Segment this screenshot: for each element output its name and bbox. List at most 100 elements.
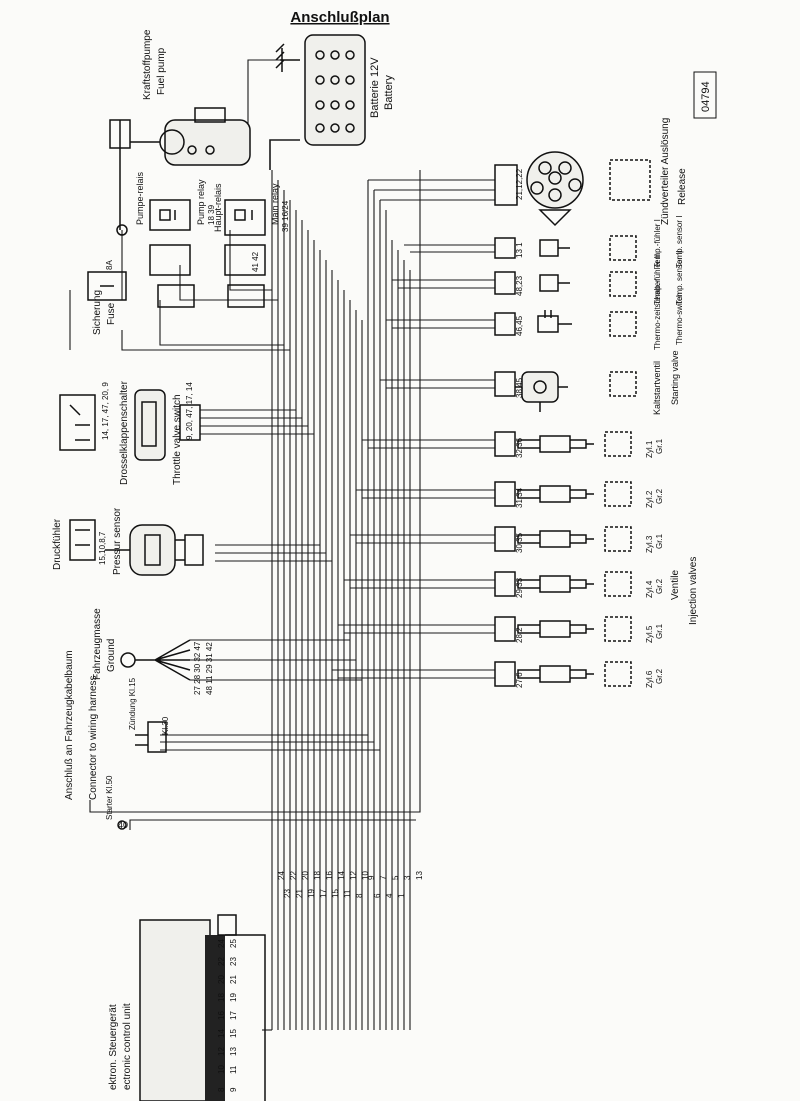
temp-sensor-1-de: Temp.-fühler I <box>653 219 662 268</box>
harness-num: 21 <box>295 889 304 898</box>
ecu-pin: 10 <box>217 1065 226 1074</box>
harness-num: 17 <box>319 889 328 898</box>
start-valve-pins: 38,45 <box>515 377 524 398</box>
injector-5: 28,2 Zyl.5 Gr.1 <box>494 616 664 643</box>
harness-num: 18 <box>313 871 322 880</box>
injector-4: 29,33 Zyl.4 Gr.2 <box>494 571 664 598</box>
connector-ignition: Zündung Kl.15 <box>128 677 137 730</box>
injector-6-pins: 27,6 <box>515 672 524 688</box>
battery: Batterie 12V Battery <box>275 34 395 146</box>
fuel-pump-label-de: Kraftstoffpumpe <box>142 29 153 100</box>
injector-4-group: Gr.2 <box>655 578 664 594</box>
fuse-rating: 8A <box>105 260 114 270</box>
electronic-control-unit: ektron. Steuergerät ectronic control uni… <box>108 914 266 1101</box>
harness-num: 22 <box>289 871 298 880</box>
injector-1-cyl: Zyl.1 <box>645 440 654 458</box>
ground-pins-b: 48 11 29 31 42 <box>205 642 214 695</box>
temp-sensor-2-en: Temp. sensor II <box>675 250 684 305</box>
injector-4-pins: 29,33 <box>515 577 524 598</box>
injector-3-pins: 30,35 <box>515 532 524 553</box>
pump-relay-plug <box>157 284 195 308</box>
main-relay-pins: 39 16/24 <box>281 200 290 232</box>
throttle-label-de: Drosselklappenschalter <box>119 380 130 485</box>
ecu-label-en: ectronic control unit <box>122 1003 133 1090</box>
injector-5-cyl: Zyl.5 <box>645 625 654 643</box>
harness-num: 14 <box>337 871 346 880</box>
harness-num: 12 <box>349 871 358 880</box>
ecu-pin: 9 <box>229 1087 238 1092</box>
connector-kl30: Kl.30 <box>161 716 170 735</box>
throttle-pins: 9, 20, 47, 17, 14 <box>185 382 194 440</box>
ecu-pin: 25 <box>229 939 238 948</box>
injector-6-cyl: Zyl.6 <box>645 670 654 688</box>
injector-4-cyl: Zyl.4 <box>645 580 654 598</box>
injector-3: 30,35 Zyl.3 Gr.1 <box>494 526 664 553</box>
ecu-pin: 21 <box>229 975 238 984</box>
thermo-switch-pins: 46,45 <box>515 315 524 336</box>
harness-num: 6 <box>373 893 382 898</box>
connector-pin40: 40 <box>118 820 128 830</box>
wire-trunk <box>271 170 411 1030</box>
ground-pins-a: 27 28 30 32 47 <box>193 641 202 695</box>
ecu-pin: 24 <box>217 939 226 948</box>
harness-num: 11 <box>343 889 352 898</box>
temp-sensor-1-en: Temp. sensor I <box>675 216 684 268</box>
distributor-label-de: Zündverteiler Auslösung <box>660 118 671 225</box>
injector-6: 27,6 Zyl.6 Gr.2 <box>494 661 664 688</box>
injector-1: 32,36 Zyl.1 Gr.1 <box>494 431 664 458</box>
injector-2-group: Gr.2 <box>655 488 664 504</box>
harness-num: 20 <box>301 871 310 880</box>
harness-num: 5 <box>391 875 400 880</box>
temp-sensor-2-de: Temp.-fühler II <box>653 254 662 305</box>
ecu-pin: 17 <box>229 1011 238 1020</box>
injector-2-cyl: Zyl.2 <box>645 490 654 508</box>
harness-num: 24 <box>277 871 286 880</box>
harness-connector: Anschluß an Fahrzeugkabelbaum Connector … <box>64 650 170 830</box>
temp-sensor-1: 13 1 Temp.-fühler I Temp. sensor I <box>494 216 684 268</box>
pump-terminal-icon <box>116 224 128 236</box>
diagram-title: Anschlußplan <box>290 9 389 26</box>
harness-num: 3 <box>403 875 412 880</box>
starter-terminal-icon <box>117 820 127 830</box>
ground-terminal-icon <box>120 652 136 668</box>
fuel-pump: Kraftstoffpumpe Fuel pump <box>109 29 251 236</box>
battery-label-en: Battery <box>383 75 395 110</box>
pump-relay-label-en: Pump relay <box>196 179 206 225</box>
distributor-label-en: Release <box>677 168 688 205</box>
thermo-switch: 46,45 Thermo-zeitschalter Thermo-switch <box>494 279 684 350</box>
harness-num: 7 <box>379 875 388 880</box>
ecu-pin: 11 <box>229 1065 238 1074</box>
pressure-label-de: Druckfühler <box>52 518 63 570</box>
main-relay-label-de: Haupt-relais <box>213 183 223 232</box>
connector-starter: Starter Kl.50 <box>105 775 114 820</box>
harness-num: 16 <box>325 871 334 880</box>
temp-sensor-2: 48,23 Temp.-fühler II Temp. sensor II <box>494 250 684 305</box>
ignition-distributor: 21,12,22 Zündverteiler Auslösung Release <box>494 118 688 227</box>
pump-relay: Pumpe-relais Pump relay 18 39 <box>135 171 216 276</box>
connector-label-en: Connector to wiring harness <box>88 675 99 800</box>
harness-num: 8 <box>355 893 364 898</box>
injector-3-group: Gr.1 <box>655 533 664 549</box>
ecu-pin: 12 <box>217 1047 226 1056</box>
ground-symbol-icon <box>275 43 300 72</box>
thermo-switch-de: Thermo-zeitschalter <box>653 279 662 350</box>
injector-2-pins: 31,34 <box>515 487 524 508</box>
thermo-switch-en: Thermo-switch <box>675 293 684 345</box>
injector-1-group: Gr.1 <box>655 438 664 454</box>
doc-number-box <box>693 71 717 119</box>
ecu-pin: 20 <box>217 975 226 984</box>
connector-label-de: Anschluß an Fahrzeugkabelbaum <box>64 650 75 800</box>
injector-2: 31,34 Zyl.2 Gr.2 <box>494 481 664 508</box>
injection-valves-label-de: Ventile <box>670 570 681 600</box>
throttle-valve-switch: 14, 17, 47, 20, 9 Drosselklappenschalter… <box>59 380 201 485</box>
pressure-label-en: Pressur sensor <box>112 507 123 575</box>
start-valve-en: Starting valve <box>670 350 680 405</box>
main-relay: Haupt-relais Main relay 39 16/24 41 42 <box>213 183 290 276</box>
injector-3-cyl: Zyl.3 <box>645 535 654 553</box>
pressure-pins: 15,10,8,7 <box>98 531 107 565</box>
ecu-pin: 22 <box>217 957 226 966</box>
pressure-sensor: 15,10,8,7 Druckfühler Pressur sensor <box>52 507 204 576</box>
pump-relay-label-de: Pumpe-relais <box>135 171 145 225</box>
ecu-pin: 19 <box>229 993 238 1002</box>
